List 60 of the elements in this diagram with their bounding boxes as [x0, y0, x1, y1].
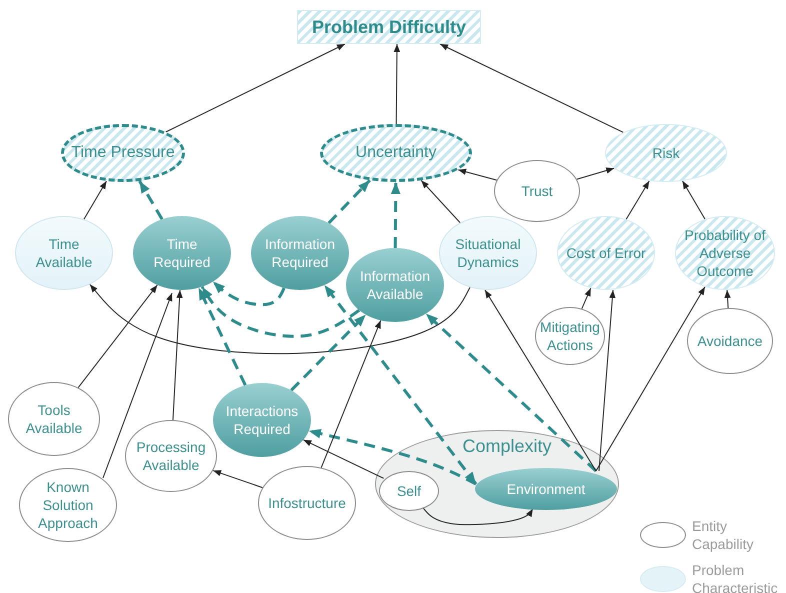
arrow: [390, 182, 400, 248]
node-label: Environment: [506, 480, 586, 498]
arrow: [576, 167, 615, 180]
node-label: Cost of Error: [565, 244, 647, 262]
arrow: [420, 180, 461, 224]
ellipse-node: [475, 468, 617, 510]
arrow: [212, 280, 286, 306]
arrow: [172, 289, 183, 421]
node-label: Information Required: [264, 235, 336, 271]
arrow: [626, 180, 650, 220]
node-label: Risk: [651, 144, 681, 162]
node-label: Avoidance: [696, 332, 764, 350]
legend-label: Entity Capability: [692, 517, 754, 553]
arrow: [724, 289, 731, 309]
node-label: Time Required: [152, 235, 212, 271]
node-label: Tools Available: [24, 401, 84, 437]
node-label: Probability of Adverse Outcome: [684, 226, 766, 280]
arrow: [596, 286, 706, 472]
arrow: [323, 284, 478, 485]
arrow: [138, 180, 164, 220]
node-label: Uncertainty: [354, 144, 438, 162]
node-label: Problem Difficulty: [310, 18, 468, 36]
arrow: [78, 284, 158, 388]
arrow: [581, 288, 592, 310]
node-label: Time Available: [34, 235, 94, 271]
arrow: [197, 287, 247, 386]
arrow: [308, 428, 477, 486]
node-label: Trust: [520, 182, 554, 200]
arrow: [328, 179, 371, 224]
node-label: Processing Available: [135, 438, 207, 474]
node-label: Self: [396, 482, 422, 500]
node-label: Infostructure: [267, 494, 347, 512]
node-label: Information Available: [358, 267, 432, 303]
node-label: Interactions Required: [224, 402, 300, 438]
arrow: [290, 314, 367, 392]
arrow: [200, 286, 360, 338]
arrow: [212, 470, 263, 488]
title-box: [297, 10, 481, 44]
arrow: [424, 312, 598, 472]
arrow: [320, 320, 382, 468]
arrow: [458, 168, 498, 181]
arrow: [83, 180, 107, 220]
node-label: Mitigating Actions: [539, 318, 601, 354]
arrow: [165, 44, 346, 132]
ellipse-node: [379, 471, 439, 511]
legend-label: Problem Characteristic: [692, 561, 779, 593]
arrow: [440, 44, 624, 133]
arrow: [394, 44, 400, 124]
arrow: [598, 290, 616, 472]
arrow: [422, 506, 534, 526]
arrow: [102, 292, 172, 478]
group-label: Complexity: [461, 437, 553, 455]
arrow: [682, 180, 706, 220]
node-label: Known Solution Approach: [37, 478, 99, 532]
ellipse-node: [346, 248, 444, 322]
node-label: Situational Dynamics: [454, 235, 522, 271]
node-label: Time Pressure: [70, 144, 176, 162]
arrow: [484, 290, 596, 472]
arrow: [89, 284, 470, 354]
arrow: [302, 439, 384, 479]
